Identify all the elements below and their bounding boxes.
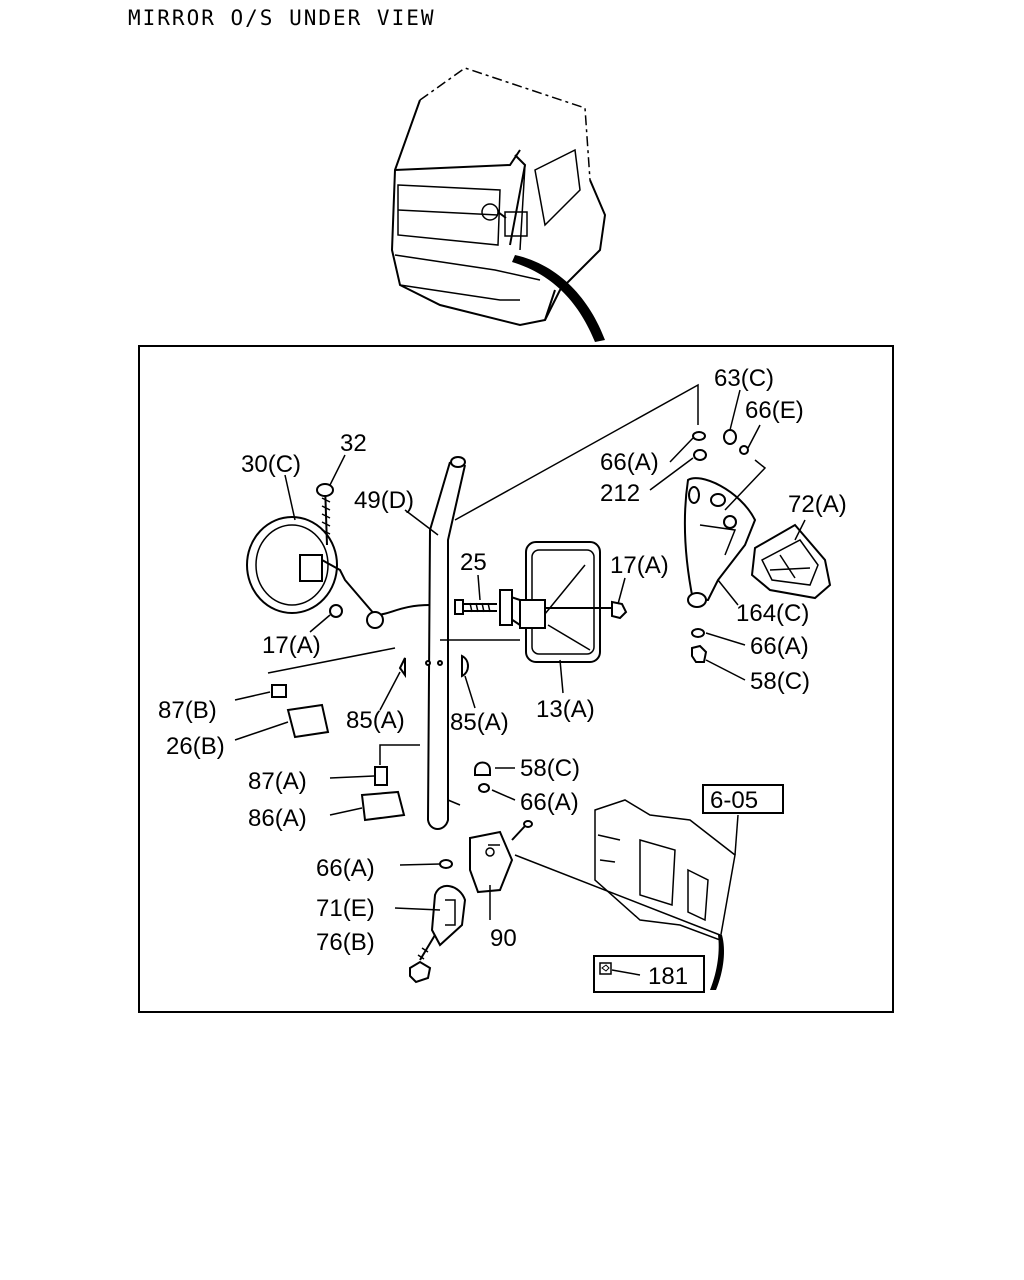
callout-66a-right: 66(A)	[750, 633, 809, 660]
callout-86a: 86(A)	[248, 805, 307, 832]
callout-66a-top: 66(A)	[600, 449, 659, 476]
leader-line-31-to-87b	[267, 647, 396, 674]
callout-87b: 87(B)	[158, 697, 217, 724]
callout-58c-mid: 58(C)	[520, 755, 580, 782]
callout-17a-left: 17(A)	[262, 632, 321, 659]
ref-box-181	[593, 955, 705, 993]
callout-66a-mid: 66(A)	[520, 789, 579, 816]
callout-85a-left: 85(A)	[346, 707, 405, 734]
callout-58c-right: 58(C)	[750, 668, 810, 695]
callout-66a-low: 66(A)	[316, 855, 375, 882]
cover-72a	[750, 523, 832, 600]
leader-line-90-to-605	[514, 854, 721, 936]
mirror-stay-49d	[426, 456, 466, 830]
callout-17a-right: 17(A)	[610, 552, 669, 579]
callout-76b: 76(B)	[316, 929, 375, 956]
callout-164c: 164(C)	[736, 600, 809, 627]
leader-lines	[234, 389, 806, 976]
leader-line-bracket-right	[724, 459, 767, 511]
grommet-85a	[398, 654, 469, 679]
small-parts-left	[271, 684, 406, 822]
callout-87a: 87(A)	[248, 768, 307, 795]
callout-66e: 66(E)	[745, 397, 804, 424]
rectangular-mirror-13a	[499, 541, 628, 663]
round-mirror-30c	[246, 483, 431, 629]
callout-63c: 63(C)	[714, 365, 774, 392]
truck-cab-illustration	[390, 67, 607, 342]
callout-32: 32	[340, 430, 367, 457]
callout-6-05: 6-05	[710, 787, 758, 814]
callout-30c: 30(C)	[241, 451, 301, 478]
diagram-title: MIRROR O/S UNDER VIEW	[128, 6, 436, 30]
ref-box-6-05	[702, 784, 784, 814]
callout-85a-right: 85(A)	[450, 709, 509, 736]
nut-washer-mid	[474, 761, 491, 793]
bracket-164c	[683, 429, 757, 663]
callout-212: 212	[600, 480, 640, 507]
bolt-25	[454, 599, 497, 615]
leader-line-stay-to-bracket	[454, 383, 699, 521]
callout-13a: 13(A)	[536, 696, 595, 723]
callout-26b: 26(B)	[166, 733, 225, 760]
panel-6-05	[594, 799, 736, 990]
clamp-assembly-71e	[409, 859, 467, 984]
detail-frame	[138, 345, 894, 1013]
square-icon-181	[599, 962, 612, 975]
bracket-90	[469, 820, 533, 894]
callout-71e: 71(E)	[316, 895, 375, 922]
callout-90: 90	[490, 925, 517, 952]
callout-72a: 72(A)	[788, 491, 847, 518]
callout-181: 181	[648, 963, 688, 990]
callout-25: 25	[460, 549, 487, 576]
leader-line-87a	[379, 744, 420, 765]
callout-49d: 49(D)	[354, 487, 414, 514]
